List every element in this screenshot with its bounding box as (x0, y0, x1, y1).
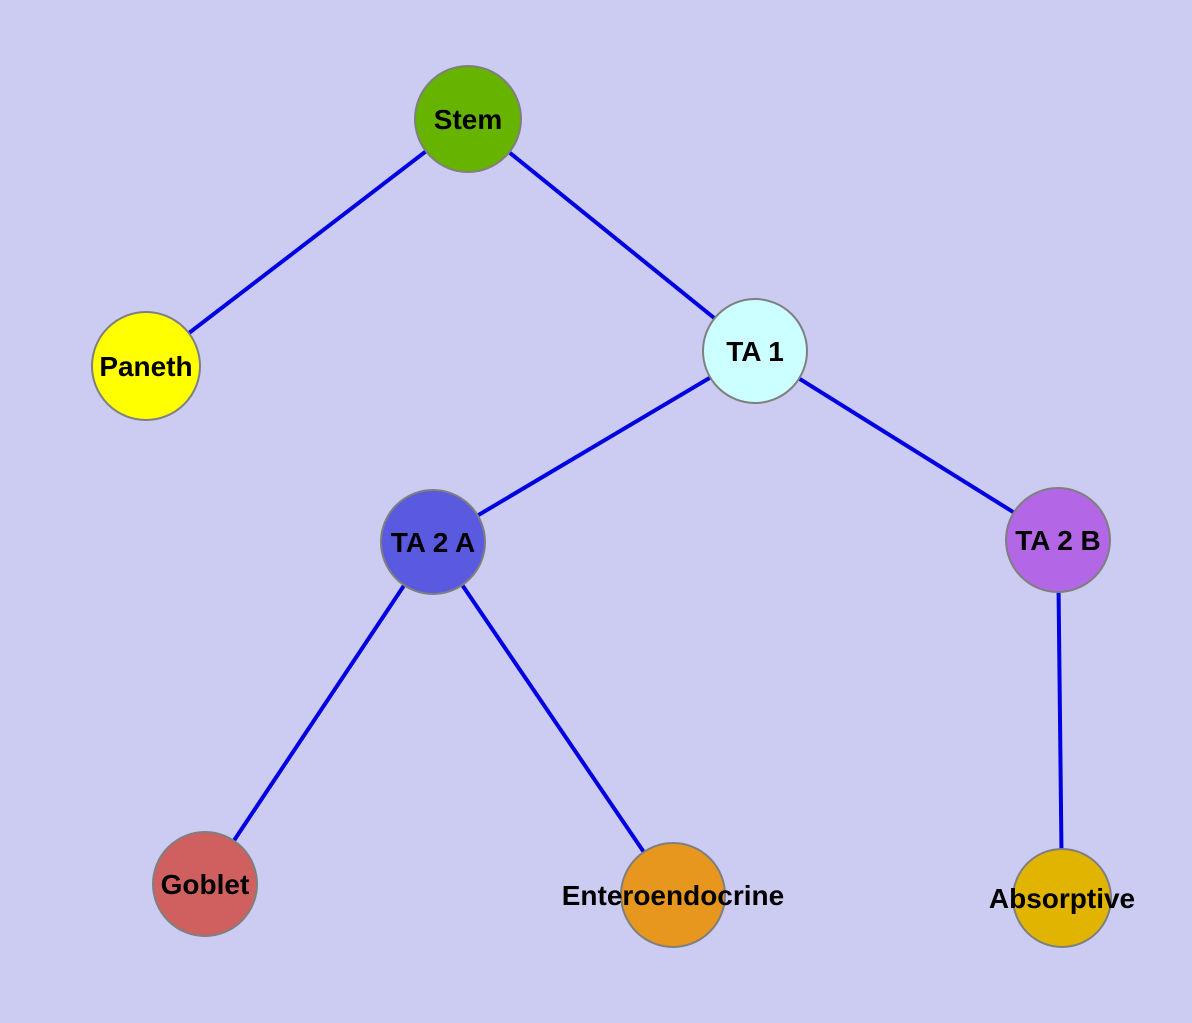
node-circle-ta-1[interactable] (702, 298, 808, 404)
edge-ta-2-a-enteroendocrine (431, 540, 675, 897)
node-circle-paneth[interactable] (91, 311, 201, 421)
node-circle-absorptive[interactable] (1012, 848, 1112, 948)
node-goblet[interactable]: Goblet (152, 831, 258, 937)
node-ta-2-a[interactable]: TA 2 A (380, 489, 486, 595)
node-paneth[interactable]: Paneth (91, 311, 201, 421)
edge-ta-1-ta-2-b (753, 349, 1060, 542)
node-ta-2-b[interactable]: TA 2 B (1005, 487, 1111, 593)
node-circle-goblet[interactable] (152, 831, 258, 937)
edge-ta-2-b-absorptive (1056, 539, 1064, 899)
edges-layer (144, 117, 1064, 899)
edge-stem-ta-1 (466, 117, 757, 353)
edge-ta-2-a-goblet (203, 540, 435, 886)
edge-ta-1-ta-2-a (431, 349, 757, 544)
node-circle-stem[interactable] (414, 65, 522, 173)
edge-stem-paneth (144, 117, 470, 368)
node-circle-enteroendocrine[interactable] (620, 842, 726, 948)
node-ta-1[interactable]: TA 1 (702, 298, 808, 404)
node-circle-ta-2-b[interactable] (1005, 487, 1111, 593)
node-circle-ta-2-a[interactable] (380, 489, 486, 595)
node-stem[interactable]: Stem (414, 65, 522, 173)
